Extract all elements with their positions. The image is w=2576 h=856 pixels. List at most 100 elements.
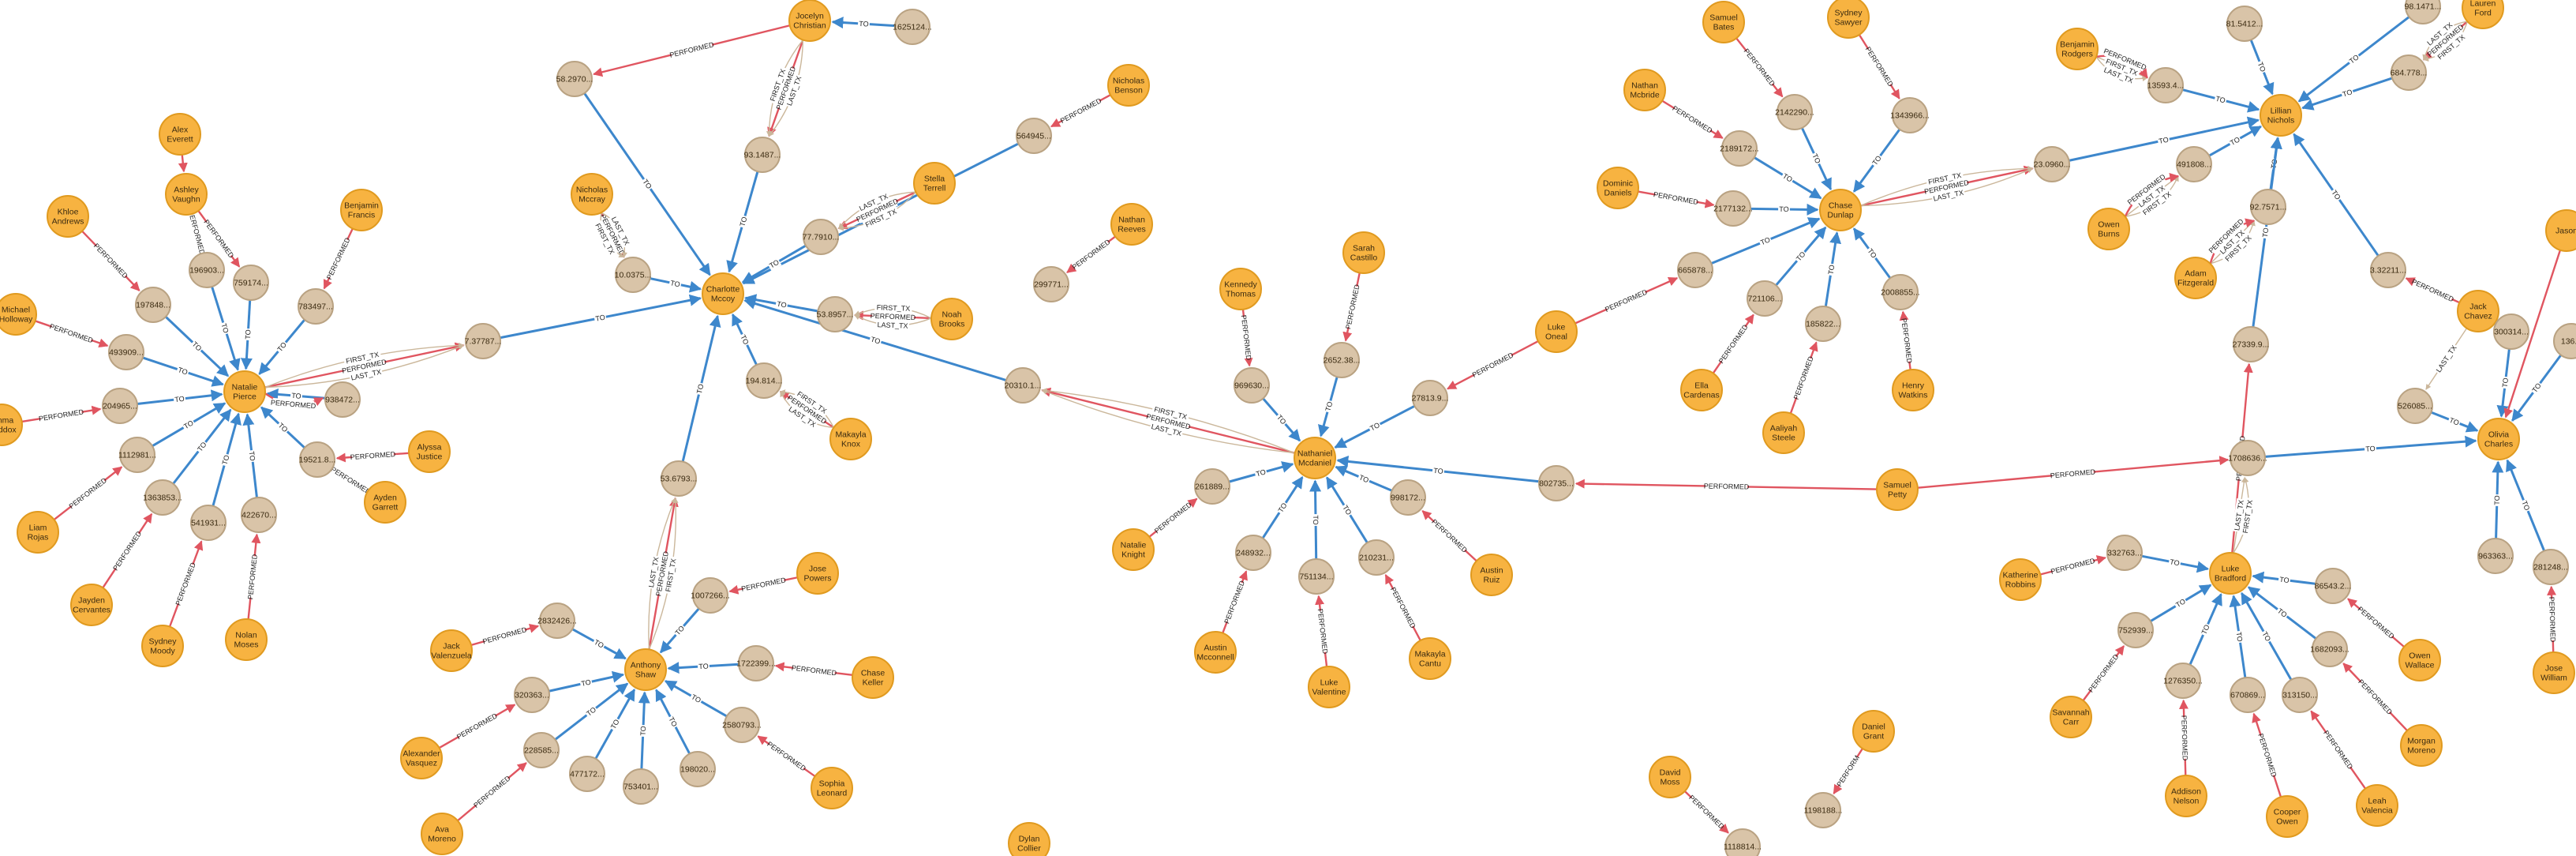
edge-performed[interactable] <box>2503 250 2562 419</box>
transaction-node[interactable]: 2189172... <box>1720 130 1759 167</box>
edge-line[interactable] <box>2503 250 2562 419</box>
node-circle[interactable] <box>2260 94 2302 137</box>
transaction-node[interactable]: 2008855... <box>1881 274 1920 310</box>
edge-to[interactable]: TO <box>650 277 702 293</box>
edge-performed[interactable]: PERFORMED <box>1574 277 1679 325</box>
node-circle[interactable] <box>2405 0 2441 24</box>
edge-performed[interactable]: PERFORMED <box>2082 645 2125 701</box>
node-circle[interactable] <box>1827 0 1870 39</box>
node-circle[interactable] <box>1702 1 1745 43</box>
edge-to[interactable]: TO <box>2141 554 2210 573</box>
transaction-node[interactable]: 196903... <box>189 252 225 288</box>
edge-performed[interactable]: PERFORMED <box>1574 479 1878 492</box>
edge-to[interactable]: TO <box>1228 461 1294 483</box>
node-circle[interactable] <box>738 645 774 681</box>
transaction-node[interactable]: 1343966... <box>1890 97 1930 133</box>
edge-performed[interactable]: PERFORMED <box>53 466 123 520</box>
transaction-node[interactable]: 1708636... <box>2228 440 2267 476</box>
node-circle[interactable] <box>1234 367 1270 404</box>
node-circle[interactable] <box>2398 639 2441 681</box>
transaction-node[interactable]: 281248... <box>2533 549 2569 585</box>
edge-to[interactable]: TO <box>1325 476 1368 544</box>
node-circle[interactable] <box>2087 208 2130 250</box>
node-circle[interactable] <box>135 287 171 323</box>
edge-performed[interactable]: PERFORMED <box>1222 570 1248 634</box>
node-circle[interactable] <box>1390 479 1426 516</box>
transaction-node[interactable]: 299771... <box>1033 266 1069 302</box>
transaction-node[interactable]: 684.778... <box>2391 54 2428 91</box>
node-circle[interactable] <box>1538 465 1574 501</box>
node-circle[interactable] <box>2397 388 2433 424</box>
edge-first_tx[interactable]: FIRST_TX <box>854 302 932 319</box>
node-circle[interactable] <box>913 162 956 205</box>
node-circle[interactable] <box>1470 554 1513 596</box>
edge-performed[interactable]: PERFORMED <box>2039 555 2106 576</box>
node-circle[interactable] <box>1110 203 1153 246</box>
edge-first_tx[interactable]: FIRST_TX <box>2233 477 2256 554</box>
transaction-node[interactable]: 194.814... <box>746 362 783 399</box>
node-circle[interactable] <box>2462 0 2504 29</box>
transaction-node[interactable]: 19521.8... <box>299 441 336 478</box>
edge-to[interactable]: TO <box>1309 479 1322 560</box>
node-circle[interactable] <box>803 219 839 255</box>
edge-performed[interactable]: PERFORMED <box>853 310 932 323</box>
node-circle[interactable] <box>2356 784 2398 827</box>
edge-performed[interactable]: PERFORMED <box>21 405 102 424</box>
transaction-node[interactable]: 751134... <box>1298 558 1335 595</box>
node-circle[interactable] <box>430 629 473 672</box>
transaction-node[interactable]: 1276350... <box>2163 663 2203 699</box>
edge-performed[interactable]: PERFORMED <box>1899 310 1915 370</box>
node-circle[interactable] <box>852 656 894 699</box>
edge-to[interactable]: TO <box>549 670 625 693</box>
transaction-node[interactable]: 2580793... <box>722 707 762 743</box>
transaction-node[interactable]: 1007266... <box>691 577 730 614</box>
node-circle[interactable] <box>2391 54 2427 91</box>
node-circle[interactable] <box>189 252 225 288</box>
transaction-node[interactable]: 3.32211... <box>2370 252 2406 288</box>
node-circle[interactable] <box>2174 257 2217 299</box>
edge-to[interactable]: TO <box>2181 88 2260 113</box>
node-circle[interactable] <box>2165 775 2207 817</box>
edge-to[interactable]: TO <box>172 408 232 485</box>
transaction-node[interactable]: 1722399... <box>736 645 776 681</box>
edge-to[interactable]: TO <box>2150 584 2212 622</box>
edge-to[interactable]: TO <box>1775 226 1827 287</box>
node-circle[interactable] <box>2533 549 2569 585</box>
node-circle[interactable] <box>1294 437 1336 479</box>
node-circle[interactable] <box>1033 266 1069 302</box>
edge-performed[interactable]: PERFORMED <box>1315 595 1330 667</box>
node-circle[interactable] <box>2266 795 2308 838</box>
transaction-node[interactable]: 2177132... <box>1713 190 1753 227</box>
edge-performed[interactable]: PERFORMED <box>245 533 261 620</box>
edge-to[interactable]: TO <box>2247 586 2317 640</box>
transaction-node[interactable]: 228585... <box>523 732 560 768</box>
node-circle[interactable] <box>615 257 651 293</box>
person-node[interactable]: Jason <box>2545 209 2576 252</box>
edge-to[interactable]: TO <box>2264 435 2477 458</box>
transaction-node[interactable]: 665878... <box>1677 252 1713 288</box>
node-circle[interactable] <box>2226 6 2263 42</box>
transaction-node[interactable]: 2832426... <box>537 603 577 639</box>
transaction-node[interactable]: 13593.4... <box>2147 67 2185 103</box>
node-circle[interactable] <box>2493 313 2529 350</box>
edge-to[interactable]: TO <box>743 298 1007 382</box>
edge-performed[interactable]: PERFORMED <box>330 465 373 496</box>
node-circle[interactable] <box>159 113 201 156</box>
node-circle[interactable] <box>1892 369 1934 411</box>
edge-performed[interactable]: PERFORMED <box>168 540 204 628</box>
transaction-node[interactable]: 969630... <box>1234 367 1270 404</box>
